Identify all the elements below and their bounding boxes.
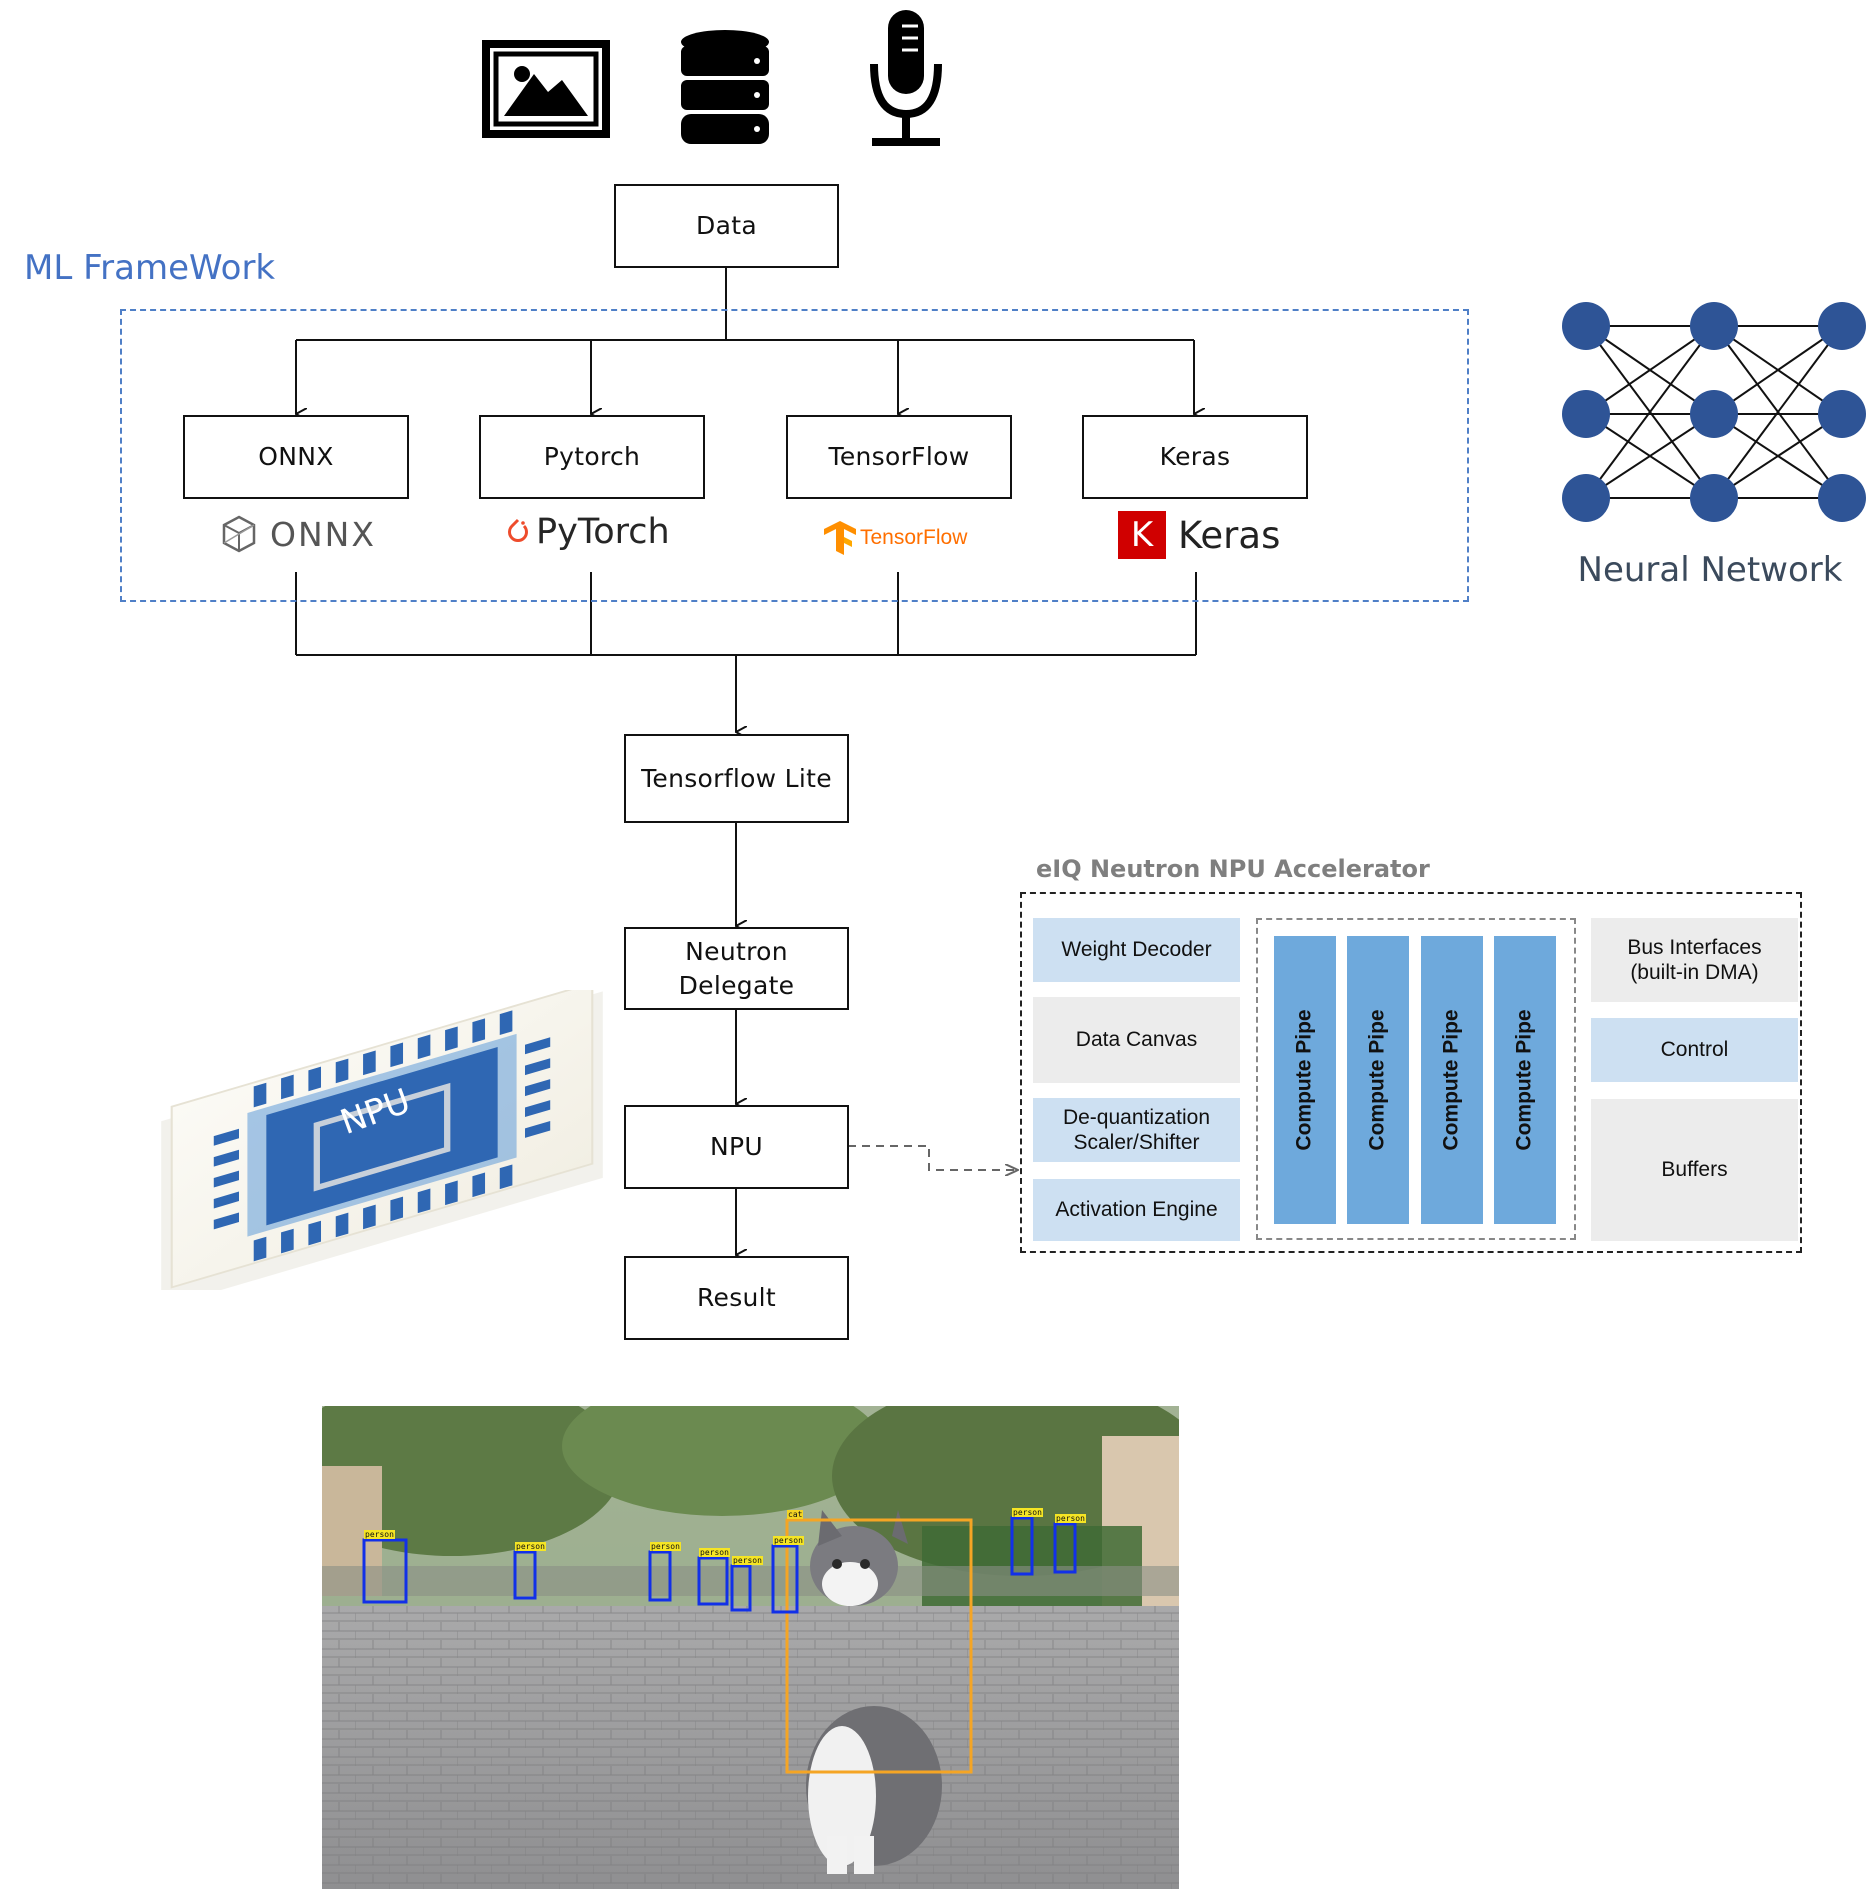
- result-box: Result: [624, 1256, 849, 1340]
- nn-node: [1690, 474, 1738, 522]
- nn-node: [1562, 390, 1610, 438]
- tensorflow-logo: TensorFlow: [822, 518, 967, 558]
- tensorflow-logo-icon: [824, 521, 856, 555]
- neural-network-diagram: [1562, 302, 1866, 522]
- result-label: Result: [696, 1283, 777, 1313]
- activation-engine-label: Activation Engine: [1055, 1198, 1218, 1222]
- pytorch-box-label: Pytorch: [543, 442, 641, 472]
- cat-detection-box: [785, 1518, 973, 1774]
- compute-pipe-2: Compute Pipe: [1347, 936, 1409, 1224]
- tensorflow-box-label: TensorFlow: [828, 442, 970, 472]
- person-detection-label: person: [515, 1542, 546, 1551]
- tflite-label: Tensorflow Lite: [641, 763, 832, 793]
- keras-box: Keras: [1082, 415, 1308, 499]
- nn-node: [1562, 302, 1610, 350]
- built-in-dma-label: (built-in DMA): [1630, 961, 1759, 984]
- data-canvas-label: Data Canvas: [1075, 1028, 1198, 1052]
- person-detection-label: person: [732, 1556, 763, 1565]
- bus-interfaces-block: Bus Interfaces (built-in DMA): [1591, 918, 1798, 1002]
- image-icon: [482, 40, 610, 138]
- weight-decoder-block: Weight Decoder: [1033, 918, 1240, 982]
- database-icon: [681, 30, 769, 144]
- person-detection-box: [697, 1556, 729, 1606]
- compute-pipe-label: Compute Pipe: [1440, 1009, 1463, 1151]
- npu-label: NPU: [710, 1132, 763, 1162]
- cat-detection-label: cat: [787, 1510, 804, 1519]
- buffers-block: Buffers: [1591, 1099, 1798, 1241]
- person-detection-box: [648, 1550, 672, 1602]
- keras-logo-badge: K: [1118, 511, 1166, 559]
- person-detection-label: person: [650, 1542, 681, 1551]
- control-block: Control: [1591, 1018, 1798, 1082]
- pytorch-box: Pytorch: [479, 415, 705, 499]
- detection-result-photo: cat person person person person person p…: [322, 1406, 1179, 1889]
- scaler-shifter-label: Scaler/Shifter: [1073, 1131, 1200, 1154]
- data-canvas-block: Data Canvas: [1033, 997, 1240, 1083]
- compute-pipe-4: Compute Pipe: [1494, 936, 1556, 1224]
- neutron-delegate-box: Neutron Delegate: [624, 927, 849, 1010]
- onnx-logo: ONNX: [220, 514, 376, 554]
- activation-engine-block: Activation Engine: [1033, 1179, 1240, 1241]
- keras-box-label: Keras: [1159, 442, 1231, 472]
- person-detection-box: [1053, 1522, 1077, 1574]
- pytorch-logo: PyTorch: [506, 510, 670, 554]
- person-detection-label: person: [773, 1536, 804, 1545]
- microphone-icon: [870, 10, 942, 146]
- accelerator-frame: [1020, 892, 1802, 1253]
- dequantization-block: De-quantization Scaler/Shifter: [1033, 1098, 1240, 1162]
- ml-framework-title: ML FrameWork: [24, 248, 276, 288]
- neural-network-label: Neural Network: [1577, 550, 1843, 590]
- compute-pipe-label: Compute Pipe: [1293, 1009, 1316, 1151]
- person-detection-label: person: [1055, 1514, 1086, 1523]
- onnx-logo-text: ONNX: [270, 514, 376, 554]
- neutron-delegate-label-1: Neutron: [685, 936, 788, 966]
- bus-interfaces-label: Bus Interfaces: [1627, 935, 1762, 959]
- person-detection-box: [513, 1550, 537, 1600]
- person-detection-box: [1010, 1516, 1034, 1576]
- accelerator-title: eIQ Neutron NPU Accelerator: [1036, 855, 1430, 883]
- person-detection-label: person: [364, 1530, 395, 1539]
- compute-pipe-label: Compute Pipe: [1513, 1009, 1536, 1151]
- person-detection-box: [730, 1564, 752, 1612]
- tensorflow-logo-text: TensorFlow: [860, 526, 968, 549]
- pytorch-flame-icon: [508, 518, 528, 542]
- data-box: Data: [614, 184, 839, 268]
- onnx-logo-icon: [222, 515, 256, 553]
- nn-node: [1562, 474, 1610, 522]
- nn-node: [1690, 302, 1738, 350]
- nn-node: [1818, 390, 1866, 438]
- control-label: Control: [1660, 1038, 1729, 1062]
- nn-node: [1818, 302, 1866, 350]
- onnx-box: ONNX: [183, 415, 409, 499]
- npu-to-accelerator-arrow: [848, 1145, 1018, 1170]
- compute-pipes-frame: [1256, 918, 1576, 1240]
- person-detection-box: [771, 1544, 799, 1614]
- pytorch-logo-text: PyTorch: [536, 512, 670, 552]
- person-detection-box: [362, 1538, 408, 1604]
- tensorflow-box: TensorFlow: [786, 415, 1012, 499]
- nn-node: [1690, 390, 1738, 438]
- tflite-box: Tensorflow Lite: [624, 734, 849, 823]
- weight-decoder-label: Weight Decoder: [1061, 938, 1212, 962]
- keras-logo: K Keras: [1118, 510, 1280, 560]
- ml-framework-region: [120, 309, 1469, 602]
- dequantization-label: De-quantization: [1062, 1105, 1211, 1129]
- compute-pipe-1: Compute Pipe: [1274, 936, 1336, 1224]
- npu-chip-illustration: NPU: [150, 981, 620, 1308]
- keras-logo-text: Keras: [1178, 513, 1281, 557]
- npu-box: NPU: [624, 1105, 849, 1189]
- person-detection-label: person: [699, 1548, 730, 1557]
- neutron-delegate-label-2: Delegate: [678, 970, 795, 1000]
- nn-node: [1818, 474, 1866, 522]
- data-label: Data: [696, 211, 757, 241]
- compute-pipe-3: Compute Pipe: [1421, 936, 1483, 1224]
- person-detection-label: person: [1012, 1508, 1043, 1517]
- compute-pipe-label: Compute Pipe: [1366, 1009, 1389, 1151]
- onnx-box-label: ONNX: [258, 442, 334, 472]
- buffers-label: Buffers: [1661, 1158, 1728, 1182]
